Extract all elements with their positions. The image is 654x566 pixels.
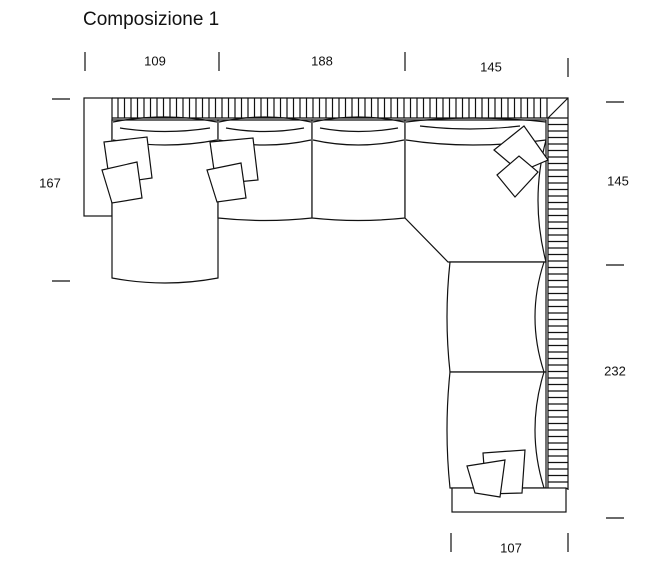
seat-3 xyxy=(311,119,406,222)
dim-top-middle: 188 xyxy=(311,53,333,69)
left-arm xyxy=(83,97,113,217)
dim-left-height: 167 xyxy=(39,175,61,191)
composition-title: Composizione 1 xyxy=(83,9,220,30)
dim-right-lower: 232 xyxy=(604,363,626,379)
dim-top-right: 145 xyxy=(480,59,502,75)
dimension-ticks xyxy=(52,52,624,552)
sofa-outline xyxy=(83,97,569,513)
dim-bottom: 107 xyxy=(500,540,522,556)
dim-right-upper: 145 xyxy=(607,173,629,189)
dim-top-left: 109 xyxy=(144,53,166,69)
right-seat-1 xyxy=(446,261,547,373)
pillows xyxy=(101,125,549,498)
